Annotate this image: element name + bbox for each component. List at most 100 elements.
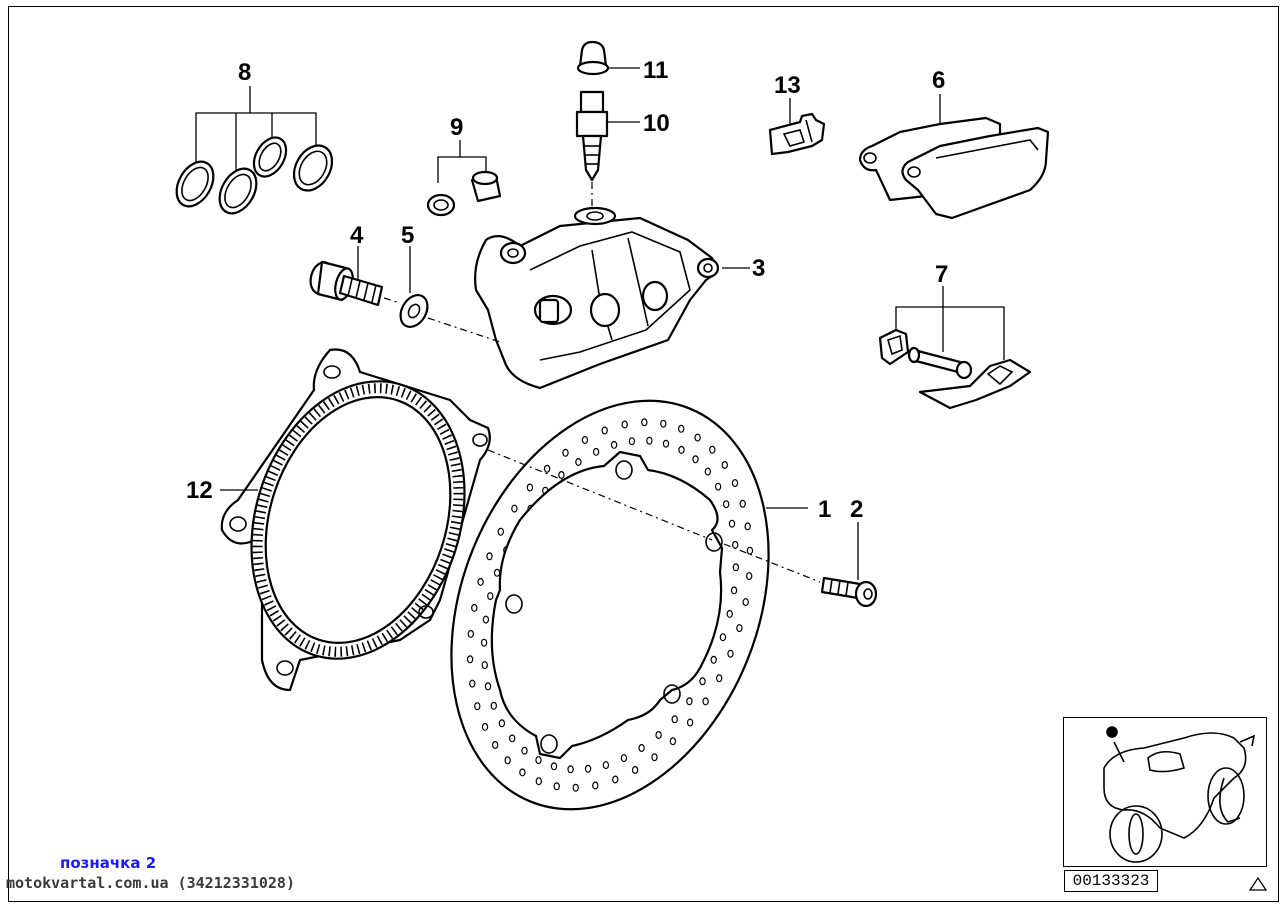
disc-hole	[509, 734, 516, 743]
disc-hole	[686, 718, 694, 727]
disc-hole	[736, 624, 743, 633]
disc-hole	[543, 464, 551, 473]
brake-caliper-part-3[interactable]	[427, 206, 750, 390]
bleed-screw-part-10[interactable]	[575, 90, 640, 210]
brake-pads-part-6[interactable]	[858, 94, 1050, 220]
dust-cap-part-11[interactable]	[576, 40, 640, 76]
disc-hole	[620, 754, 628, 763]
disc-hole	[562, 448, 569, 457]
disc-hole	[728, 519, 736, 528]
disc-hole	[550, 762, 558, 771]
disc-hole	[621, 420, 628, 429]
bushings-part-9[interactable]	[426, 140, 502, 217]
disc-hole	[727, 649, 734, 658]
disc-hole	[655, 730, 662, 739]
brake-disc-part-1[interactable]	[393, 353, 826, 857]
washer-part-5[interactable]	[395, 246, 433, 332]
disc-hole	[601, 426, 608, 435]
disc-hole	[660, 419, 667, 428]
disc-hole	[744, 522, 751, 531]
callout-10: 10	[643, 110, 670, 137]
disc-hole	[567, 765, 574, 774]
disc-hole	[575, 458, 582, 467]
caliper-bolt-part-4[interactable]	[307, 246, 401, 307]
disc-hole	[481, 661, 488, 670]
disc-hole	[492, 740, 499, 749]
disc-hole	[742, 598, 749, 607]
disc-hole	[746, 572, 753, 581]
disc-hole	[504, 756, 511, 765]
disc-hole	[678, 445, 685, 454]
disc-hole	[726, 609, 733, 618]
disc-hole	[474, 702, 481, 711]
disc-hole	[631, 765, 639, 774]
disc-hole	[498, 719, 506, 728]
disc-hole	[730, 586, 738, 595]
disc-hole	[669, 737, 677, 746]
callout-9: 9	[450, 114, 463, 141]
disc-bolt-part-2[interactable]	[820, 522, 878, 608]
disc-hole	[628, 437, 636, 446]
disc-hole	[686, 697, 693, 706]
disc-hole	[497, 527, 504, 536]
spring-clip-part-13[interactable]	[768, 98, 826, 156]
disc-hole	[739, 499, 746, 508]
abs-sensor-ring-part-12[interactable]	[217, 348, 499, 692]
callout-7: 7	[935, 261, 948, 288]
disc-hole	[651, 753, 658, 762]
disc-hole	[610, 440, 618, 449]
disc-hole	[719, 633, 727, 642]
image-code-label: 00133323	[1064, 870, 1158, 892]
disc-hole	[572, 783, 579, 792]
disc-hole	[511, 504, 518, 513]
disc-hole	[592, 447, 600, 456]
disc-hole	[490, 701, 497, 710]
callout-3: 3	[752, 255, 765, 282]
disc-hole	[480, 638, 488, 647]
disc-hole	[486, 552, 493, 561]
callout-2: 2	[850, 496, 863, 523]
disc-hole	[482, 615, 490, 624]
pad-pin-kit-part-7[interactable]	[878, 286, 1032, 410]
triangle-icon	[1248, 876, 1268, 891]
diagram-frame	[8, 6, 1279, 902]
disc-hole	[526, 483, 534, 492]
disc-hole	[581, 436, 589, 445]
disc-hole	[481, 722, 489, 731]
disc-hole	[662, 439, 670, 448]
disc-hole	[484, 682, 492, 691]
disc-hole	[521, 746, 528, 755]
disc-hole	[671, 715, 678, 724]
seal-rings-part-8[interactable]	[169, 86, 340, 220]
motorcycle-locator-inset	[1063, 717, 1267, 867]
disc-hole	[678, 424, 685, 433]
disc-hole	[466, 655, 474, 664]
disc-hole	[592, 781, 599, 790]
disc-hole	[699, 677, 706, 686]
source-watermark: motokvartal.com.ua (34212331028)	[6, 874, 295, 892]
disc-hole	[558, 471, 565, 480]
disc-hole	[467, 629, 474, 638]
disc-hole	[702, 697, 709, 706]
disc-hole	[584, 764, 592, 773]
disc-hole	[638, 743, 645, 752]
disc-hole	[519, 768, 526, 777]
disc-hole	[602, 761, 610, 770]
disc-hole	[746, 546, 754, 555]
callout-12: 12	[186, 477, 213, 504]
disc-hole	[477, 577, 484, 586]
disc-hole	[732, 540, 739, 549]
disc-hole	[535, 756, 542, 765]
disc-hole	[694, 433, 701, 442]
disc-hole	[553, 782, 560, 791]
callout-11: 11	[643, 57, 668, 84]
disc-hole	[732, 563, 740, 572]
motorcycle-locator-icon	[1103, 726, 1256, 863]
disc-hole	[731, 479, 739, 488]
disc-hole	[714, 482, 722, 491]
callout-1: 1	[818, 496, 831, 523]
disc-hole	[471, 603, 478, 612]
disc-hole	[710, 655, 717, 664]
callout-5: 5	[401, 222, 414, 249]
disc-hole	[641, 418, 648, 427]
